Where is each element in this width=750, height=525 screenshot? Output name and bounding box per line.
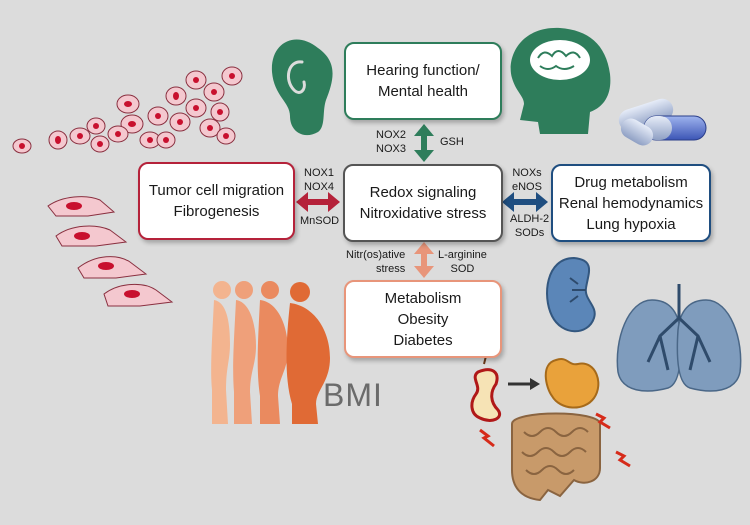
label-nox2: NOX2 bbox=[376, 129, 406, 141]
tumor-line-1: Tumor cell migration bbox=[148, 182, 285, 199]
label-nox4: NOX4 bbox=[304, 181, 334, 193]
redox-line-1: Redox signaling bbox=[369, 184, 477, 201]
hearing-box: Hearing function/ Mental health bbox=[344, 42, 502, 120]
label-sod: SOD bbox=[450, 263, 475, 275]
label-nox1-nox4: NOX1 NOX4 bbox=[304, 166, 334, 194]
connector-right bbox=[502, 192, 548, 212]
drug-line-2: Renal hemodynamics bbox=[558, 194, 704, 212]
bmi-label: BMI bbox=[323, 377, 383, 413]
label-nitrosative: Nitr(os)ative bbox=[346, 249, 406, 261]
label-gsh: GSH bbox=[440, 136, 464, 148]
label-sods: SODs bbox=[514, 227, 545, 239]
connector-left bbox=[296, 192, 340, 212]
fibroblast-icon bbox=[47, 196, 174, 307]
label-mnsod: MnSOD bbox=[300, 215, 340, 227]
metabolism-line-1: Metabolism bbox=[384, 289, 462, 307]
metabolism-line-3: Diabetes bbox=[393, 331, 453, 349]
apple-core-icon bbox=[470, 355, 501, 422]
drug-line-3: Lung hypoxia bbox=[586, 215, 676, 233]
label-noxs: NOXs bbox=[512, 167, 542, 179]
tumor-cells-icon bbox=[12, 66, 243, 154]
label-nitrosative-stress: Nitr(os)ative stress bbox=[346, 248, 405, 276]
connector-top bbox=[414, 124, 434, 162]
body-silhouettes-icon bbox=[211, 281, 330, 424]
connector-bottom bbox=[414, 242, 434, 278]
kidney-icon bbox=[546, 256, 596, 333]
tumor-box: Tumor cell migration Fibrogenesis bbox=[138, 162, 295, 240]
label-larginine-sod: L-arginine SOD bbox=[438, 248, 487, 276]
hearing-line-1: Hearing function/ bbox=[366, 62, 480, 79]
intestine-icon bbox=[511, 412, 601, 502]
stomach-icon bbox=[544, 358, 600, 409]
hearing-line-2: Mental health bbox=[377, 83, 469, 100]
label-larginine: L-arginine bbox=[438, 249, 487, 261]
ear-icon bbox=[271, 39, 333, 136]
drug-line-1: Drug metabolism bbox=[574, 173, 688, 191]
label-aldh2: ALDH-2 bbox=[510, 213, 550, 225]
label-stress: stress bbox=[375, 263, 406, 275]
label-noxs-enos: NOXs eNOS bbox=[512, 166, 542, 194]
tumor-line-2: Fibrogenesis bbox=[173, 203, 260, 220]
capsule-icon bbox=[618, 98, 707, 146]
brain-icon bbox=[510, 27, 611, 134]
metabolism-box: Metabolism Obesity Diabetes bbox=[344, 280, 502, 358]
redox-box: Redox signaling Nitroxidative stress bbox=[343, 164, 503, 242]
label-enos: eNOS bbox=[512, 181, 542, 193]
label-nox3: NOX3 bbox=[376, 143, 406, 155]
label-nox1: NOX1 bbox=[304, 167, 334, 179]
lungs-icon bbox=[616, 284, 742, 392]
drug-box: Drug metabolism Renal hemodynamics Lung … bbox=[551, 164, 711, 242]
metabolism-line-2: Obesity bbox=[397, 310, 449, 328]
label-aldh2-sods: ALDH-2 SODs bbox=[510, 212, 549, 240]
redox-line-2: Nitroxidative stress bbox=[359, 205, 487, 222]
label-nox2-nox3: NOX2 NOX3 bbox=[376, 128, 406, 156]
